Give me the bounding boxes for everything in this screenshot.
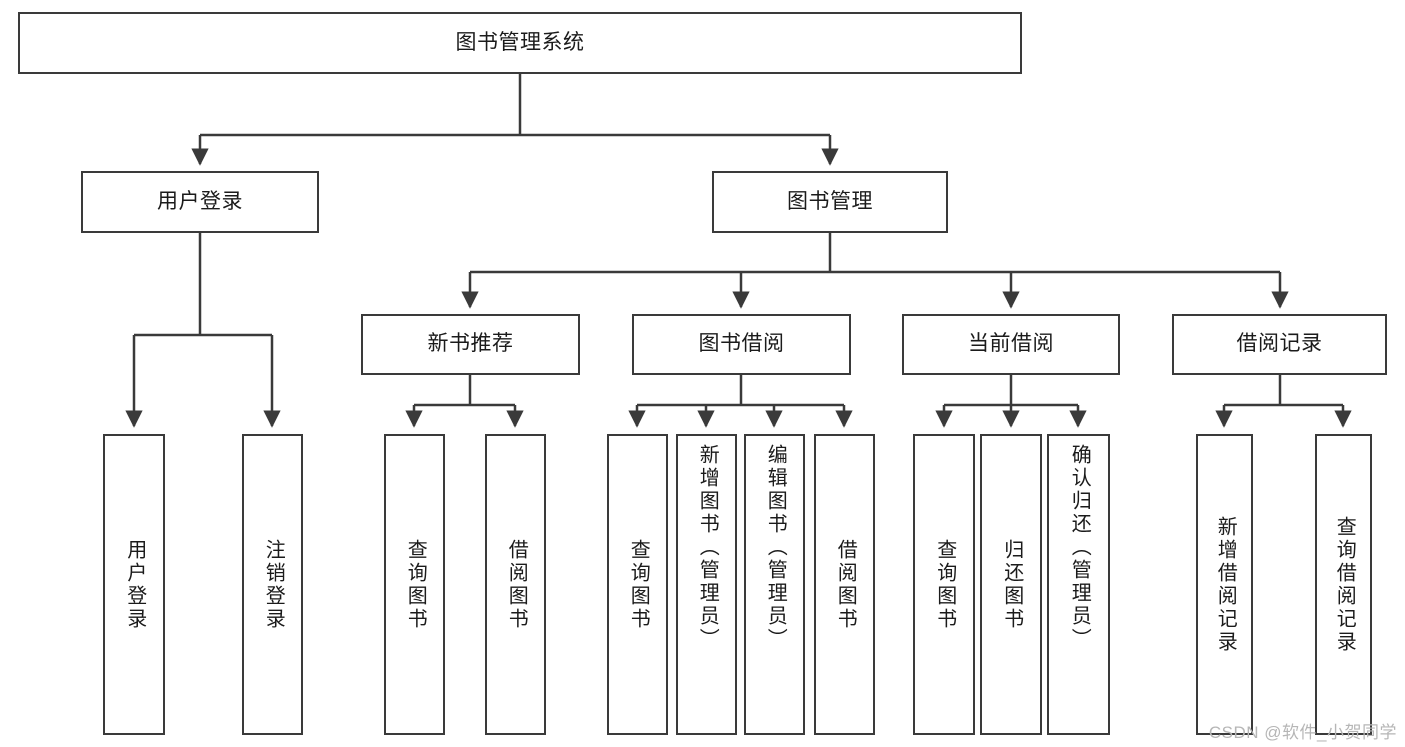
node-leaf-query-borrow-record-label: 查询借阅记录 xyxy=(1333,515,1356,654)
node-leaf-add-borrow-record[interactable]: 新增借阅记录 xyxy=(1196,434,1253,735)
node-leaf-query-book-1[interactable]: 查询图书 xyxy=(384,434,445,735)
node-leaf-query-book-1-label: 查询图书 xyxy=(404,538,427,631)
node-new-book-recommend-label: 新书推荐 xyxy=(427,332,514,356)
node-new-book-recommend[interactable]: 新书推荐 xyxy=(361,314,580,375)
node-borrow-records[interactable]: 借阅记录 xyxy=(1172,314,1387,375)
node-leaf-return-book-label: 归还图书 xyxy=(1000,538,1023,631)
node-book-management[interactable]: 图书管理 xyxy=(712,171,948,233)
node-leaf-return-book[interactable]: 归还图书 xyxy=(980,434,1042,735)
csdn-watermark: CSDN @软件_小贺同学 xyxy=(1208,723,1397,742)
node-leaf-user-login-label: 用户登录 xyxy=(123,538,146,631)
node-leaf-query-book-2[interactable]: 查询图书 xyxy=(607,434,668,735)
node-leaf-add-borrow-record-label: 新增借阅记录 xyxy=(1214,515,1237,654)
node-leaf-query-book-3[interactable]: 查询图书 xyxy=(913,434,975,735)
node-leaf-logout-label: 注销登录 xyxy=(262,538,285,631)
node-book-management-label: 图书管理 xyxy=(787,189,873,213)
node-leaf-add-book-admin-label: 新增图书（管理员） xyxy=(696,444,719,651)
node-leaf-query-borrow-record[interactable]: 查询借阅记录 xyxy=(1315,434,1372,735)
node-login-label: 用户登录 xyxy=(157,189,243,213)
node-borrow-records-label: 借阅记录 xyxy=(1236,332,1323,356)
node-leaf-borrow-book-2-label: 借阅图书 xyxy=(834,538,857,631)
node-leaf-confirm-return-admin-label: 确认归还（管理员） xyxy=(1068,444,1091,651)
node-leaf-borrow-book-1-label: 借阅图书 xyxy=(505,538,528,631)
node-book-borrow-label: 图书借阅 xyxy=(698,332,785,356)
node-leaf-confirm-return-admin[interactable]: 确认归还（管理员） xyxy=(1047,434,1110,735)
node-leaf-logout[interactable]: 注销登录 xyxy=(242,434,303,735)
node-leaf-edit-book-admin[interactable]: 编辑图书（管理员） xyxy=(744,434,805,735)
node-book-borrow[interactable]: 图书借阅 xyxy=(632,314,851,375)
node-root[interactable]: 图书管理系统 xyxy=(18,12,1022,74)
node-leaf-edit-book-admin-label: 编辑图书（管理员） xyxy=(764,444,787,651)
node-current-borrow-label: 当前借阅 xyxy=(968,332,1054,356)
node-current-borrow[interactable]: 当前借阅 xyxy=(902,314,1120,375)
node-leaf-query-book-2-label: 查询图书 xyxy=(627,538,650,631)
node-leaf-borrow-book-2[interactable]: 借阅图书 xyxy=(814,434,875,735)
node-leaf-query-book-3-label: 查询图书 xyxy=(933,538,956,631)
node-login[interactable]: 用户登录 xyxy=(81,171,319,233)
node-leaf-user-login[interactable]: 用户登录 xyxy=(103,434,165,735)
node-leaf-add-book-admin[interactable]: 新增图书（管理员） xyxy=(676,434,737,735)
node-leaf-borrow-book-1[interactable]: 借阅图书 xyxy=(485,434,546,735)
node-root-label: 图书管理系统 xyxy=(455,30,585,54)
